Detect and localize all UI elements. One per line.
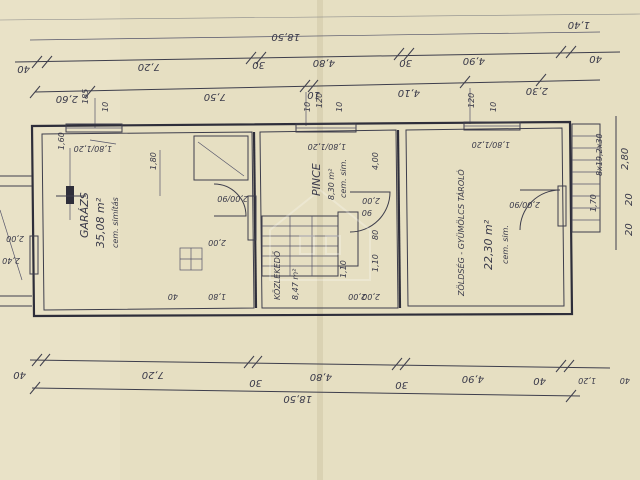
door-swings: [213, 183, 567, 241]
dim-label: 4,10: [398, 87, 420, 98]
external-stair: [571, 123, 601, 233]
room-garage: GARÁZS 35,08 m² cem. simítás: [78, 192, 120, 248]
room-area: 35,08 m²: [94, 197, 107, 248]
top-total-dim: 18,50: [271, 31, 300, 42]
dim-label: 30: [395, 379, 408, 390]
room-name: ZÖLDSÉG - GYÜMÖLCS TÁROLÓ: [455, 169, 466, 297]
dim-label: 7,20: [142, 369, 164, 380]
dim-label: 4,80: [310, 371, 332, 382]
dim-label: 185: [81, 89, 90, 104]
top-dimension-lines: [14, 31, 621, 99]
dim-label: 7,50: [204, 91, 226, 102]
opening-label: 1,10: [339, 260, 348, 278]
garage-marks: [56, 139, 203, 271]
garage-window: [65, 123, 123, 133]
opening-label: 2,00: [348, 292, 366, 301]
dim-label: 7,20: [138, 61, 160, 72]
dim-label: 2,30: [526, 85, 548, 96]
top-vertical-dims: 185 10 10 120 10 120 10: [81, 88, 498, 128]
dim-label: 40: [17, 63, 30, 74]
dim-label: 30: [252, 59, 265, 70]
room-name: GARÁZS: [78, 192, 91, 238]
top-row1-labels: 40 7,20 30 4,80 30 4,90 40: [17, 53, 602, 74]
cellar-window: [295, 123, 357, 133]
room-name: PINCE: [310, 163, 323, 196]
dim-label: 120: [315, 93, 324, 108]
room-area: 8,47 m²: [291, 268, 300, 300]
right-dims: 2,80 20 20 1,70 8x19,2x30: [589, 116, 635, 250]
opening-label: 1,80: [208, 292, 226, 301]
room-floor: cem. simítás: [111, 197, 120, 248]
left-exterior: [0, 175, 39, 307]
dim-label: 30: [249, 377, 262, 388]
room-cellar: PINCE 8,30 m² cem. sim.: [310, 159, 348, 200]
room-floor: cem. sim.: [339, 159, 348, 198]
sheet-top-edge: [0, 13, 640, 21]
opening-label: 80: [371, 230, 380, 240]
opening-label: 1,80/1,20: [308, 142, 346, 151]
dim-label: 1,20: [578, 376, 596, 385]
dim-label: 1,70: [589, 194, 598, 212]
room-area: 22,30 m²: [482, 219, 495, 270]
upper-stair-box: [193, 135, 249, 181]
room-area: 8,30 m²: [327, 168, 336, 200]
dim-label: 10: [489, 102, 498, 112]
opening-label: 4,00: [371, 152, 380, 170]
dim-label: 4,90: [463, 55, 485, 66]
outer-walls: [30, 120, 574, 318]
central-stair: [261, 211, 359, 277]
floor-drain-grid: [179, 247, 203, 271]
dim-label: 20: [624, 193, 635, 206]
dim-label: 4,90: [462, 373, 484, 384]
dim-label: 10: [101, 102, 110, 112]
top-right-tail: 1,40: [568, 19, 590, 30]
room-stairs: KÖZLEKEDŐ 8,47 m²: [272, 250, 300, 300]
dim-label: 40: [589, 53, 602, 64]
opening-label: 2,00: [362, 292, 380, 301]
dim-label: 30: [399, 57, 412, 68]
dim-label: 40: [620, 376, 630, 385]
storage-window: [463, 121, 521, 131]
watermark-logo: [269, 188, 371, 281]
room-name: KÖZLEKEDŐ: [272, 250, 282, 300]
opening-label: 1,80: [149, 152, 158, 170]
opening-label: 1,10: [371, 254, 380, 272]
opening-tags: 1,80/1,20 2,00/90 2,00 1,80/1,20 2,00 2,…: [74, 140, 540, 301]
dim-label: 40: [13, 369, 26, 380]
dim-label: 2,60: [56, 93, 78, 104]
paper-light-area: [0, 0, 120, 480]
dim-label: 20: [624, 223, 635, 236]
dim-label: 2,00: [6, 234, 24, 243]
opening-label: 2,00: [208, 238, 226, 247]
opening-label: 1,80/1,20: [74, 144, 112, 153]
bottom-total-dim: 18,50: [283, 393, 312, 404]
dim-label: 10: [303, 102, 312, 112]
bottom-dimension-lines: [29, 353, 611, 403]
dim-label: 4,80: [313, 57, 335, 68]
opening-label: 40: [168, 292, 178, 301]
opening-label: 90: [362, 208, 372, 217]
opening-label: 1,80/1,20: [472, 140, 510, 149]
bottom-row1-labels: 40 7,20 30 4,80 30 4,90 40 1,20 40: [13, 369, 630, 390]
room-floor: cem. sim.: [501, 225, 510, 264]
dim-label: 10: [335, 102, 344, 112]
left-dims: 1,60 2,00 2,40: [2, 132, 66, 265]
dim-label: 120: [467, 93, 476, 108]
dim-label: 40: [533, 375, 546, 386]
room-storage: ZÖLDSÉG - GYÜMÖLCS TÁROLÓ 22,30 m² cem. …: [455, 169, 510, 297]
dim-label: 1,60: [57, 132, 66, 150]
dim-label: 2,40: [2, 256, 20, 265]
dim-label: 10: [307, 89, 320, 100]
dim-label: 2,80: [620, 148, 631, 170]
top-row2-labels: 2,60 7,50 10 4,10 2,30: [56, 85, 548, 104]
opening-label: 2,00/90: [217, 194, 248, 203]
opening-label: 2,00/90: [509, 200, 540, 209]
opening-label: 2,00: [362, 196, 380, 205]
dim-label: 8x19,2x30: [595, 133, 604, 176]
